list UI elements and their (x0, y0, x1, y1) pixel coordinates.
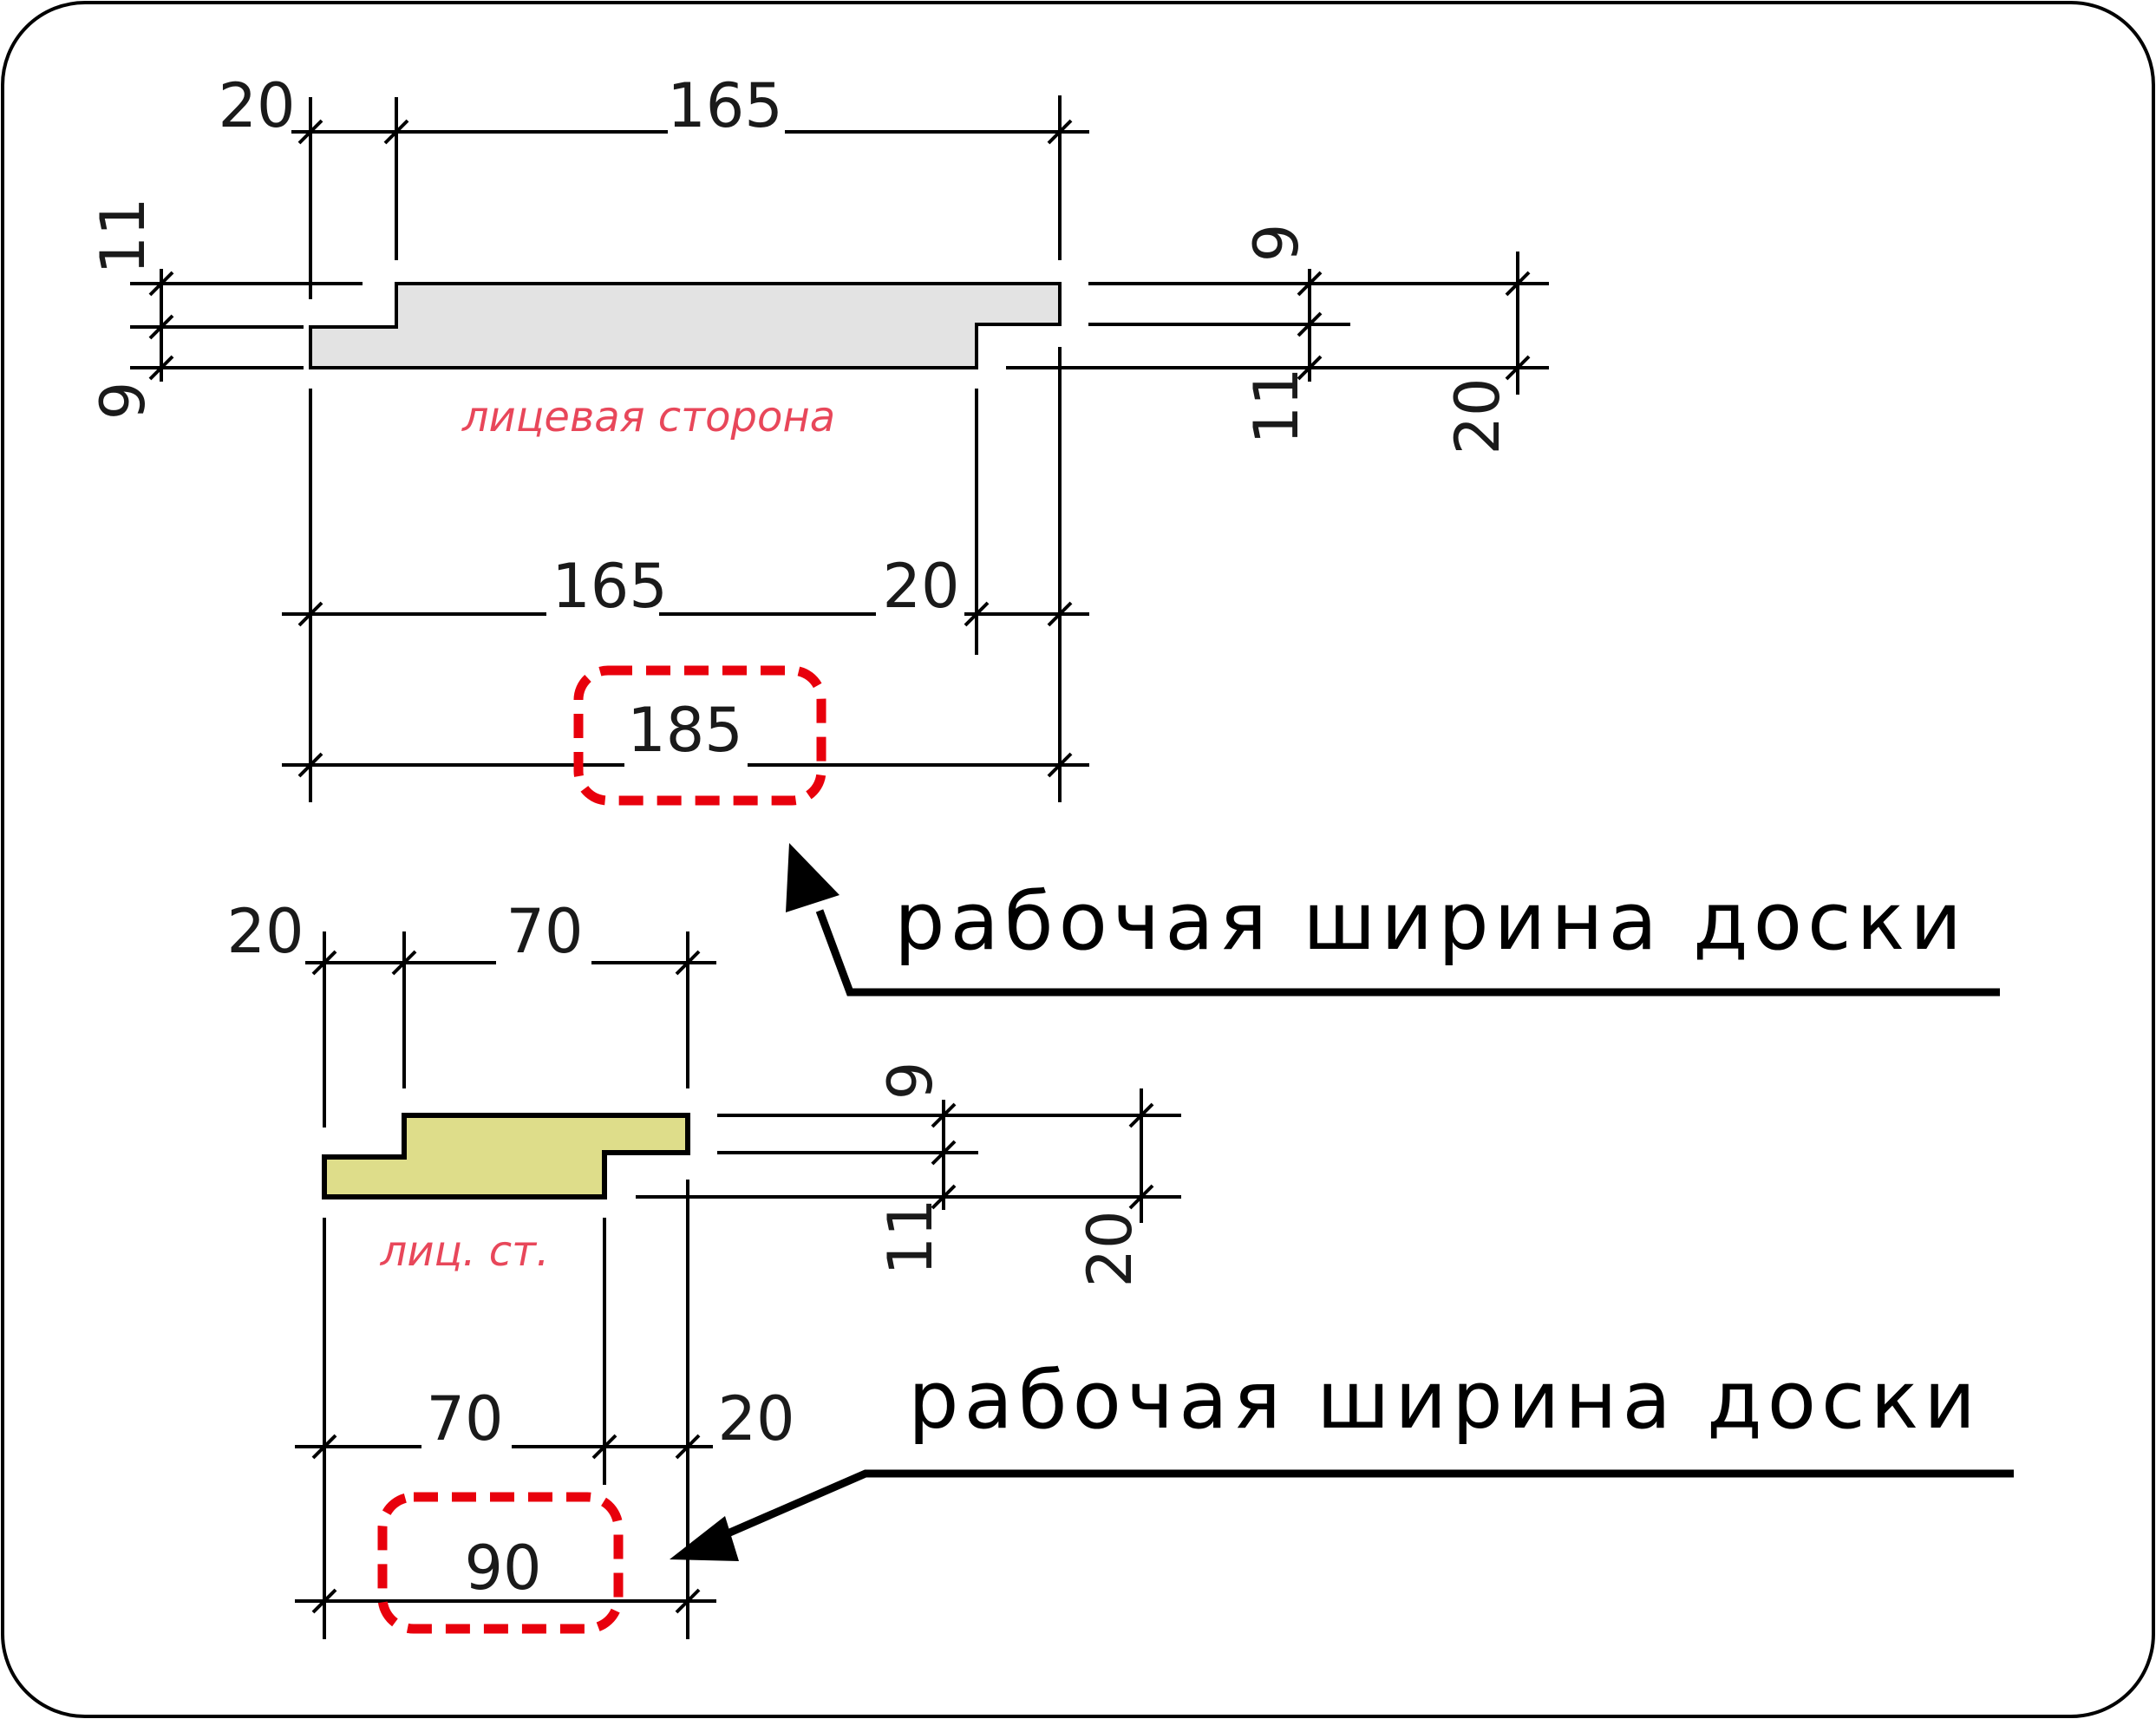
small-bottom-width-label: 70 (426, 1383, 503, 1454)
small-working-width-highlight (377, 1492, 624, 1634)
small-working-width-label: 90 (464, 1533, 541, 1604)
large-top-width-label: 165 (667, 70, 783, 141)
small-bottom-offset-label: 20 (717, 1383, 794, 1454)
large-right-middle-label: 11 (1241, 367, 1312, 444)
large-right-top-label: 9 (1241, 224, 1312, 263)
large-bottom-offset-label: 20 (882, 551, 959, 622)
large-callout-arrowhead (786, 843, 840, 912)
small-board-drawing: 20 70 9 11 20 лиц. ст. 70 20 9 (226, 896, 1181, 1639)
small-top-offset-label: 20 (226, 896, 304, 967)
large-working-width-highlight (573, 665, 826, 806)
large-right-total-label: 20 (1442, 377, 1513, 454)
small-board-profile (322, 1113, 690, 1199)
large-callout-text: рабочая ширина доски (894, 875, 1967, 968)
large-board-drawing: 20 165 11 9 9 11 20 лицевая сторона (88, 70, 1549, 806)
large-board-profile (309, 282, 1062, 369)
large-face-label: лицевая сторона (461, 393, 835, 441)
small-callout-text: рабочая ширина доски (908, 1354, 1981, 1447)
large-left-upper-label: 11 (88, 197, 159, 274)
large-working-width-label: 185 (627, 695, 743, 766)
small-callout-arrowhead (670, 1516, 739, 1561)
small-top-width-label: 70 (506, 896, 583, 967)
large-left-lower-label: 9 (88, 382, 159, 421)
large-top-offset-label: 20 (218, 70, 295, 141)
small-callout: рабочая ширина доски (670, 1354, 2014, 1561)
large-bottom-width-label: 165 (552, 551, 668, 622)
small-right-top-label: 9 (875, 1062, 946, 1101)
small-right-total-label: 20 (1075, 1210, 1146, 1287)
small-right-middle-label: 11 (875, 1198, 946, 1275)
small-face-label: лиц. ст. (380, 1227, 550, 1276)
large-callout: рабочая ширина доски (786, 843, 2000, 997)
